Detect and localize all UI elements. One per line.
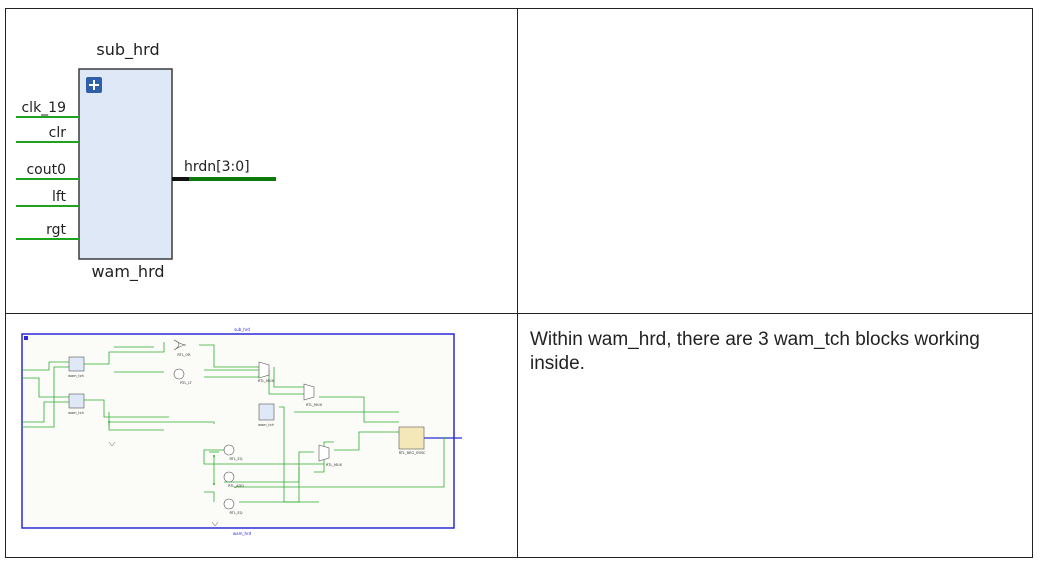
svg-text:RTL_MUX: RTL_MUX: [258, 379, 275, 383]
input-pin-label: rgt: [46, 222, 66, 238]
input-pin-label: cout0: [26, 162, 66, 178]
module-name-label: sub_hrd: [96, 40, 159, 60]
input-pin-rgt[interactable]: rgt: [16, 222, 79, 240]
input-pin-cout0[interactable]: cout0: [16, 162, 79, 180]
column-divider: [517, 9, 518, 557]
input-pin-label: lft: [52, 189, 67, 205]
description-text: Within wam_hrd, there are 3 wam_tch bloc…: [530, 329, 980, 374]
svg-text:RTL_REG_SYNC: RTL_REG_SYNC: [399, 451, 426, 455]
output-pin-hrdn[interactable]: hrdn[3:0]: [172, 159, 276, 181]
wam-tch-block[interactable]: wam_tch: [258, 403, 275, 427]
svg-text:RTL_EQ: RTL_EQ: [230, 511, 243, 515]
svg-text:RTL_MUX: RTL_MUX: [306, 403, 323, 407]
schematic-title: sub_hrd: [234, 327, 250, 332]
wam-tch-block[interactable]: wam_tch: [68, 393, 85, 415]
output-pin-label: hrdn[3:0]: [184, 159, 250, 175]
instance-name-label: wam_hrd: [91, 262, 164, 282]
layout-table: [5, 8, 1033, 558]
wam-tch-block[interactable]: wam_tch: [68, 356, 85, 378]
lt-comparator[interactable]: RTL_LT: [173, 368, 193, 385]
internal-schematic: sub_hrd wam_hrd wam_tch: [21, 327, 462, 536]
input-pin-lft[interactable]: lft: [16, 189, 79, 207]
svg-text:wam_tch: wam_tch: [68, 411, 84, 415]
svg-text:RTL_OR: RTL_OR: [177, 353, 191, 357]
eq-comparator[interactable]: RTL_EQ: [223, 444, 243, 461]
schematic-frame: [21, 333, 455, 529]
module-block[interactable]: [78, 68, 173, 260]
sync-register[interactable]: RTL_REG_SYNC: [398, 426, 426, 455]
mux[interactable]: RTL_MUX: [258, 361, 275, 383]
mux[interactable]: RTL_MUX: [303, 383, 323, 407]
schematic-instance-label: wam_hrd: [233, 531, 252, 536]
input-pin-clr[interactable]: clr: [16, 125, 79, 143]
input-pin-clk[interactable]: clk_19: [16, 100, 79, 118]
input-pin-label: clk_19: [21, 100, 66, 116]
mux[interactable]: RTL_MUX: [318, 444, 343, 467]
svg-text:RTL_EQ: RTL_EQ: [230, 457, 243, 461]
input-pin-label: clr: [49, 125, 67, 141]
svg-text:wam_tch: wam_tch: [258, 423, 274, 427]
eq-comparator[interactable]: RTL_EQ: [223, 498, 243, 515]
row-divider: [6, 313, 1032, 314]
or-gate[interactable]: RTL_OR: [173, 339, 191, 357]
block-symbol-diagram: sub_hrd wam_hrd clk_19 clr cout0 lft rgt…: [16, 40, 276, 282]
svg-text:RTL_LT: RTL_LT: [180, 381, 192, 385]
svg-text:wam_tch: wam_tch: [68, 374, 84, 378]
adder[interactable]: RTL_ADD: [223, 471, 244, 488]
expand-button[interactable]: [86, 77, 102, 93]
svg-text:RTL_MUX: RTL_MUX: [326, 463, 343, 467]
svg-text:RTL_ADD: RTL_ADD: [228, 484, 244, 488]
